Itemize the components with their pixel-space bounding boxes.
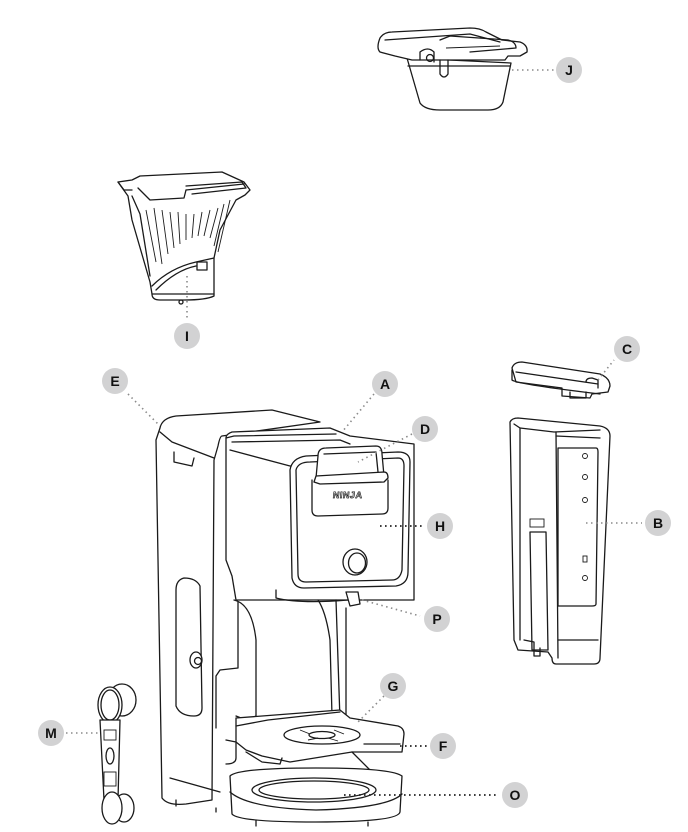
- callout-C: C: [614, 336, 640, 362]
- callout-label: H: [434, 518, 446, 534]
- callout-label: E: [110, 373, 120, 389]
- callout-label: M: [45, 725, 57, 741]
- coffee-maker-illustration: [155, 409, 415, 827]
- callout-P: P: [424, 606, 450, 632]
- callout-label: A: [379, 376, 391, 392]
- water-reservoir-illustration: [509, 417, 611, 665]
- callout-label: D: [419, 421, 431, 437]
- ninja-logo: NINJA: [332, 490, 364, 501]
- measuring-scoop-illustration: [97, 683, 137, 825]
- leader-line-E: [127, 393, 161, 427]
- callout-I: I: [174, 323, 200, 349]
- callout-G: G: [380, 673, 406, 699]
- callout-label: P: [432, 611, 442, 627]
- callout-A: A: [372, 371, 398, 397]
- callout-O: O: [502, 782, 528, 808]
- pod-adapter-illustration: [377, 27, 528, 111]
- leader-line-D: [357, 433, 413, 463]
- callout-label: F: [438, 738, 448, 754]
- callout-label: J: [565, 62, 573, 78]
- callout-label: C: [621, 341, 633, 357]
- callout-J: J: [556, 57, 582, 83]
- leader-line-A: [341, 393, 375, 433]
- callout-label: G: [387, 678, 399, 694]
- callout-E: E: [102, 368, 128, 394]
- callout-D: D: [412, 416, 438, 442]
- leader-line-P: [361, 599, 421, 617]
- callout-M: M: [38, 720, 64, 746]
- callout-label: I: [185, 328, 189, 344]
- leader-line-C: [597, 359, 615, 381]
- callout-label: O: [509, 787, 521, 803]
- callout-label: B: [652, 515, 664, 531]
- callout-B: B: [645, 510, 671, 536]
- callout-H: H: [427, 513, 453, 539]
- brew-basket-illustration: [117, 171, 251, 305]
- callout-F: F: [430, 733, 456, 759]
- reservoir-lid-illustration: [511, 361, 611, 399]
